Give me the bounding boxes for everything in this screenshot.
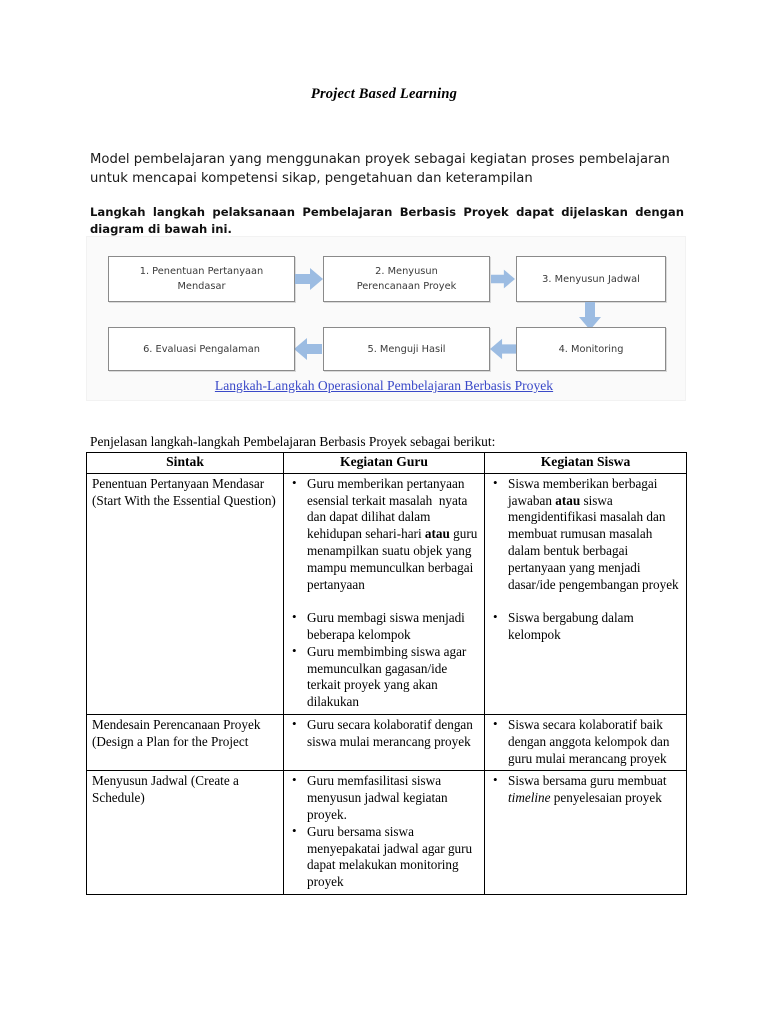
cell-kegiatan-siswa: Siswa memberikan berbagai jawaban atau s… xyxy=(484,472,687,715)
diagram-caption-link[interactable]: Langkah-Langkah Operasional Pembelajaran… xyxy=(214,378,554,393)
cell-kegiatan-guru: Guru memberikan pertanyaan esensial terk… xyxy=(283,472,485,715)
cell-kegiatan-siswa: Siswa secara kolaboratif baik dengan ang… xyxy=(484,713,687,772)
flow-box-step-5: 5. Menguji Hasil xyxy=(323,327,490,371)
cell-kegiatan-guru: Guru secara kolaboratif dengan siswa mul… xyxy=(283,713,485,772)
flow-box-step-1-line1: 1. Penentuan Pertanyaan xyxy=(139,266,264,277)
flow-box-step-2-line2: Perencanaan Proyek xyxy=(356,281,457,292)
bullet-list: Guru memfasilitasi siswa menyusun jadwal… xyxy=(289,772,479,891)
flow-box-step-3: 3. Menyusun Jadwal xyxy=(516,256,666,302)
cell-sintak: Penentuan Pertanyaan Mendasar (Start Wit… xyxy=(86,472,284,715)
table-header-row: Sintak Kegiatan Guru Kegiatan Siswa xyxy=(86,452,687,474)
cell-sintak: Mendesain Perencanaan Proyek (Design a P… xyxy=(86,713,284,772)
table-row: Mendesain Perencanaan Proyek (Design a P… xyxy=(86,713,687,772)
flow-box-step-4-line1: 4. Monitoring xyxy=(558,343,624,355)
list-item: Siswa secara kolaboratif baik dengan ang… xyxy=(493,716,681,767)
arrow-step5-to-step6 xyxy=(294,337,322,361)
table-row: Menyusun Jadwal (Create a Schedule) Guru… xyxy=(86,770,687,895)
flow-box-step-1: 1. Penentuan Pertanyaan Mendasar xyxy=(108,256,295,302)
list-item: Siswa bergabung dalam kelompok xyxy=(493,609,681,644)
table-intro-text: Penjelasan langkah-langkah Pembelajaran … xyxy=(90,434,496,449)
cell-kegiatan-siswa: Siswa bersama guru membuat timeline peny… xyxy=(484,770,687,895)
flow-box-step-1-line2: Mendasar xyxy=(177,281,226,292)
page-title: Project Based Learning xyxy=(310,86,458,102)
list-item: Guru secara kolaboratif dengan siswa mul… xyxy=(292,716,479,751)
lead-bold-paragraph: Langkah langkah pelaksanaan Pembelajaran… xyxy=(90,205,684,236)
bullet-list: Guru secara kolaboratif dengan siswa mul… xyxy=(289,716,479,751)
cell-kegiatan-guru: Guru memfasilitasi siswa menyusun jadwal… xyxy=(283,770,485,895)
flow-box-step-4: 4. Monitoring xyxy=(516,327,666,371)
flow-box-step-6-line1: 6. Evaluasi Pengalaman xyxy=(143,343,260,355)
flow-box-step-6: 6. Evaluasi Pengalaman xyxy=(108,327,295,371)
flow-diagram: 1. Penentuan Pertanyaan Mendasar 2. Meny… xyxy=(86,236,686,401)
arrow-step4-to-step5 xyxy=(490,337,516,361)
bullet-list: Guru memberikan pertanyaan esensial terk… xyxy=(289,475,479,711)
flow-box-step-5-line1: 5. Menguji Hasil xyxy=(367,343,446,355)
sintak-table: Sintak Kegiatan Guru Kegiatan Siswa Pene… xyxy=(86,452,687,895)
list-item: Guru membagi siswa menjadi beberapa kelo… xyxy=(292,609,479,644)
list-item: Guru bersama siswa menyepakatai jadwal a… xyxy=(292,823,479,891)
flow-box-step-3-line1: 3. Menyusun Jadwal xyxy=(542,273,640,285)
table-row: Penentuan Pertanyaan Mendasar (Start Wit… xyxy=(86,472,687,715)
list-item: Siswa memberikan berbagai jawaban atau s… xyxy=(493,475,681,594)
arrow-step1-to-step2 xyxy=(295,267,323,291)
bullet-list: Siswa secara kolaboratif baik dengan ang… xyxy=(490,716,681,767)
flow-box-step-2: 2. Menyusun Perencanaan Proyek xyxy=(323,256,490,302)
list-item: Guru membimbing siswa agar memunculkan g… xyxy=(292,643,479,711)
arrow-step2-to-step3 xyxy=(491,267,515,291)
intro-paragraph: Model pembelajaran yang menggunakan proy… xyxy=(90,152,670,186)
arrow-step3-to-step4 xyxy=(578,302,602,330)
bullet-list: Siswa memberikan berbagai jawaban atau s… xyxy=(490,475,681,644)
bullet-list: Siswa bersama guru membuat timeline peny… xyxy=(490,772,681,807)
list-item: Guru memberikan pertanyaan esensial terk… xyxy=(292,475,479,594)
flow-box-step-2-line1: 2. Menyusun xyxy=(375,266,438,277)
column-header-kegiatan-siswa: Kegiatan Siswa xyxy=(484,452,687,474)
column-header-kegiatan-guru: Kegiatan Guru xyxy=(283,452,485,474)
column-header-sintak: Sintak xyxy=(86,452,284,474)
list-item: Guru memfasilitasi siswa menyusun jadwal… xyxy=(292,772,479,823)
cell-sintak: Menyusun Jadwal (Create a Schedule) xyxy=(86,770,284,895)
list-item: Siswa bersama guru membuat timeline peny… xyxy=(493,772,681,807)
